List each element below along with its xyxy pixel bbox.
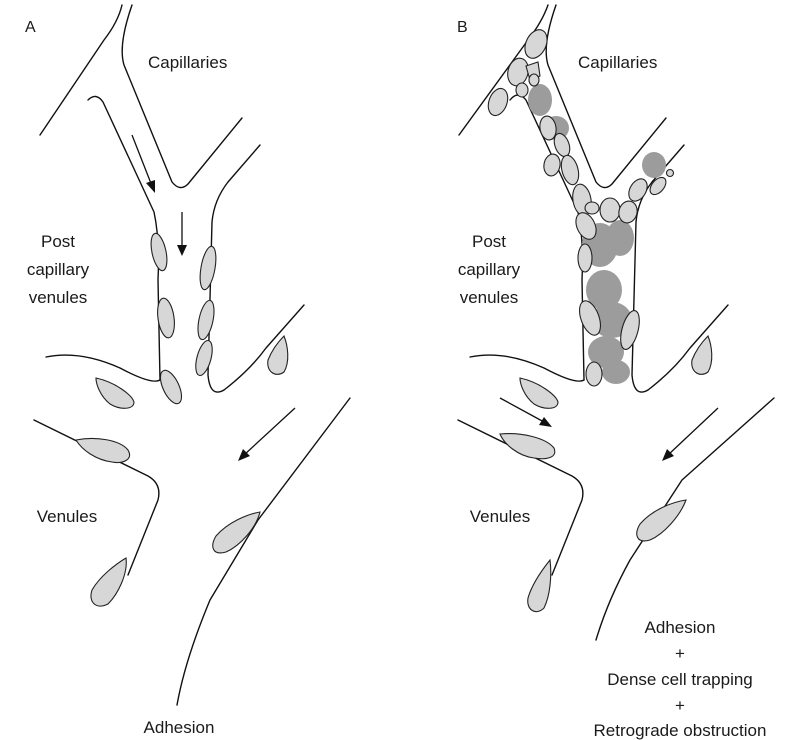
- adherent-cell: [148, 232, 170, 272]
- panel-b-caption-line5: Retrograde obstruction: [594, 721, 767, 740]
- packed-cell: [558, 153, 581, 186]
- adherent-cell: [193, 339, 216, 377]
- adherent-cell: [500, 434, 555, 459]
- panel-b-post-venule-right-wall: [648, 305, 728, 390]
- panel-b-post-venule-left-wall: [470, 355, 584, 381]
- adherent-cell: [520, 378, 558, 408]
- panel-b-post-label-line2: capillary: [458, 260, 521, 279]
- adherent-cell: [76, 438, 130, 462]
- packed-cell: [516, 83, 528, 97]
- panel-a-venules-label: Venules: [37, 507, 98, 526]
- panel-b-capillaries-label: Capillaries: [578, 53, 657, 72]
- packed-cell: [485, 86, 511, 118]
- panel-a-letter: A: [25, 19, 36, 36]
- packed-cell: [542, 153, 562, 177]
- panel-b-caption-line2: +: [675, 644, 685, 663]
- panel-a-capillary-fork-wall: [122, 5, 242, 188]
- panel-a-capillary-left-inner-wall: [88, 96, 160, 380]
- adherent-cell: [197, 245, 218, 291]
- panel-b-post-label-line1: Post: [472, 232, 506, 251]
- packed-cell: [586, 362, 602, 386]
- adherent-cell: [213, 512, 260, 553]
- adherent-cell: [637, 500, 686, 541]
- adherent-cell: [91, 558, 126, 606]
- panel-b: B Capillaries Post capillary venules Ven…: [457, 5, 774, 740]
- panel-a-flow-arrows: [132, 135, 295, 461]
- adherent-cell: [156, 367, 186, 406]
- packed-cell: [625, 176, 651, 205]
- panel-b-venules-label: Venules: [470, 507, 531, 526]
- adherent-cell: [528, 560, 551, 612]
- panel-a-post-label-line3: venules: [29, 288, 88, 307]
- panel-a-adherent-cells: [76, 232, 288, 606]
- packed-cell: [578, 244, 592, 272]
- flow-arrow: [132, 135, 152, 186]
- panel-a-post-label-line2: capillary: [27, 260, 90, 279]
- arrow-head: [177, 245, 187, 256]
- panel-b-packed-cells: [485, 26, 674, 386]
- panel-a-caption: Adhesion: [144, 718, 215, 737]
- panel-a-venule-lower-right-wall: [177, 398, 350, 705]
- dense-cell: [642, 152, 666, 178]
- panel-b-caption-line4: +: [675, 696, 685, 715]
- packed-cell: [667, 170, 674, 177]
- panel-a-capillaries-label: Capillaries: [148, 53, 227, 72]
- arrow-head: [146, 180, 155, 193]
- panel-b-venule-lower-right-wall: [596, 398, 774, 640]
- dense-cell: [528, 84, 552, 116]
- adherent-cell: [96, 378, 134, 408]
- panel-a-post-venule-right-wall: [224, 305, 304, 390]
- adherent-cell: [195, 299, 217, 341]
- arrow-head: [539, 417, 552, 427]
- packed-cell: [529, 74, 539, 86]
- panel-b-letter: B: [457, 19, 468, 36]
- dense-cell: [606, 220, 634, 256]
- panel-b-caption-line3: Dense cell trapping: [607, 670, 753, 689]
- panel-a-post-label-line1: Post: [41, 232, 75, 251]
- packed-cell: [647, 174, 669, 197]
- panel-a-post-venule-left-wall: [46, 355, 160, 381]
- packed-cell: [585, 202, 599, 214]
- flow-arrow: [668, 408, 718, 455]
- panel-a: A Capillaries Post capillary venules Ven…: [25, 5, 350, 737]
- flow-arrow: [244, 408, 295, 455]
- packed-cell: [600, 198, 620, 222]
- panel-b-caption-line1: Adhesion: [645, 618, 716, 637]
- dense-cell: [602, 360, 630, 384]
- panel-b-post-label-line3: venules: [460, 288, 519, 307]
- panel-a-capillary-right-wall: [208, 145, 260, 392]
